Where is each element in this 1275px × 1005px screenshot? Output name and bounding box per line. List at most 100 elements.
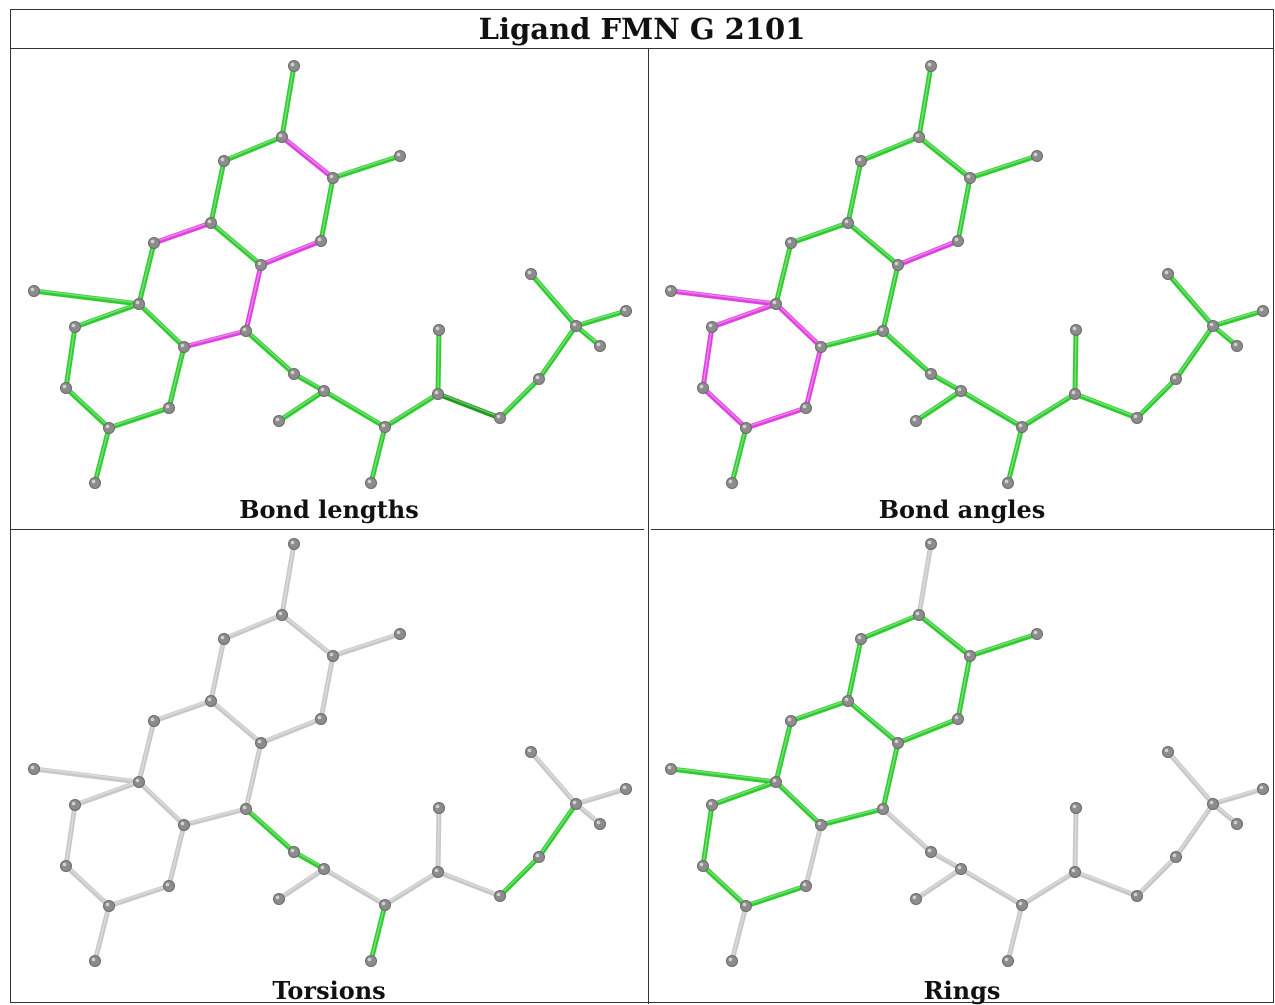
- bond-highlight-4: [320, 176, 334, 241]
- bond-2: [279, 612, 336, 659]
- atom-24: [433, 324, 445, 336]
- atom-25: [1131, 412, 1143, 424]
- bond-13: [243, 740, 264, 812]
- bond-highlight-7: [897, 239, 959, 265]
- atom-16: [163, 402, 175, 414]
- bond-highlight-29: [538, 802, 577, 857]
- atom-6: [205, 217, 217, 229]
- atom-shine-0: [290, 62, 295, 67]
- bond-7: [895, 716, 961, 746]
- bond-highlight-23: [960, 389, 1023, 427]
- atom-24: [433, 802, 445, 814]
- atom-shine-20: [912, 895, 917, 900]
- bond-22: [913, 388, 964, 424]
- bond-highlight-0: [918, 64, 932, 137]
- atom-0: [288, 60, 300, 72]
- bond-highlight-5: [210, 159, 225, 223]
- atom-shine-5: [954, 715, 959, 720]
- bond-3: [967, 153, 1040, 181]
- bond-14: [181, 328, 249, 350]
- bond-16: [63, 385, 112, 431]
- atom-27: [1207, 798, 1219, 810]
- atom-6: [205, 695, 217, 707]
- atom-7: [255, 259, 267, 271]
- bond-highlight-2: [918, 135, 971, 178]
- atom-shine-14: [62, 862, 67, 867]
- bond-23: [958, 866, 1025, 908]
- atom-shine-2: [220, 157, 225, 162]
- atom-15: [740, 422, 752, 434]
- atom-shine-3: [966, 652, 971, 657]
- bond-highlight-3: [332, 154, 401, 178]
- atom-11: [69, 321, 81, 333]
- atom-24: [1070, 324, 1082, 336]
- atom-shine-26: [1172, 853, 1177, 858]
- atom-28: [525, 268, 537, 280]
- bond-28: [1134, 854, 1179, 899]
- atom-9: [133, 298, 145, 310]
- bond-highlight-1: [223, 135, 283, 161]
- bond-15: [63, 802, 78, 869]
- bond-highlight-16: [702, 386, 747, 428]
- atom-13: [240, 803, 252, 815]
- bond-24: [368, 902, 388, 964]
- bond-highlight-25: [1021, 870, 1076, 905]
- atom-shine-30: [596, 820, 601, 825]
- atom-11: [706, 321, 718, 333]
- bond-highlight-26: [1074, 806, 1077, 872]
- bond-highlight-19: [731, 904, 747, 961]
- row-divider-left: [11, 529, 644, 530]
- bond-6: [208, 220, 264, 268]
- bond-30: [528, 271, 579, 329]
- bond-highlight-17: [108, 884, 170, 906]
- bond-highlight-18: [805, 823, 822, 886]
- bond-10: [668, 766, 779, 785]
- panel-rings: Rings: [649, 530, 1275, 1005]
- bond-19: [729, 903, 749, 964]
- atom-shine-11: [708, 801, 713, 806]
- bond-highlight-10: [670, 289, 777, 304]
- atom-2: [218, 633, 230, 645]
- atom-21: [1016, 899, 1028, 911]
- bond-highlight-6: [210, 221, 262, 265]
- atom-30: [1231, 340, 1243, 352]
- bond-2: [916, 612, 973, 659]
- atom-shine-0: [927, 540, 932, 545]
- atom-6: [842, 695, 854, 707]
- bond-highlight-17: [745, 884, 807, 906]
- bond-highlight-11: [74, 302, 140, 327]
- bond-9: [773, 240, 794, 307]
- bond-highlight-11: [711, 780, 777, 805]
- atom-shine-24: [435, 804, 440, 809]
- atom-shine-3: [966, 174, 971, 179]
- atom-shine-13: [879, 805, 884, 810]
- atom-shine-27: [572, 322, 577, 327]
- bond-17: [106, 405, 172, 431]
- atom-shine-10: [30, 287, 35, 292]
- atom-0: [288, 538, 300, 550]
- bond-3: [330, 153, 403, 181]
- atom-shine-0: [927, 62, 932, 67]
- atom-shine-25: [1133, 892, 1138, 897]
- atom-5: [315, 235, 327, 247]
- atom-shine-18: [927, 370, 932, 375]
- bond-highlight-25: [1021, 392, 1076, 427]
- atom-shine-25: [1133, 414, 1138, 419]
- atom-17: [726, 477, 738, 489]
- atom-29: [1257, 783, 1269, 795]
- bond-2: [279, 134, 336, 181]
- atom-shine-19: [320, 387, 325, 392]
- atom-shine-26: [535, 853, 540, 858]
- molecule-torsions: [28, 538, 632, 967]
- atom-shine-13: [242, 805, 247, 810]
- atom-8: [785, 715, 797, 727]
- atom-shine-29: [622, 785, 627, 790]
- atom-14: [60, 860, 72, 872]
- bond-23: [321, 866, 388, 908]
- atom-shine-29: [1259, 307, 1264, 312]
- bond-highlight-2: [281, 135, 334, 178]
- bond-16: [63, 863, 112, 909]
- bond-highlight-22: [278, 389, 325, 421]
- bond-6: [845, 220, 901, 268]
- bond-16: [700, 385, 749, 431]
